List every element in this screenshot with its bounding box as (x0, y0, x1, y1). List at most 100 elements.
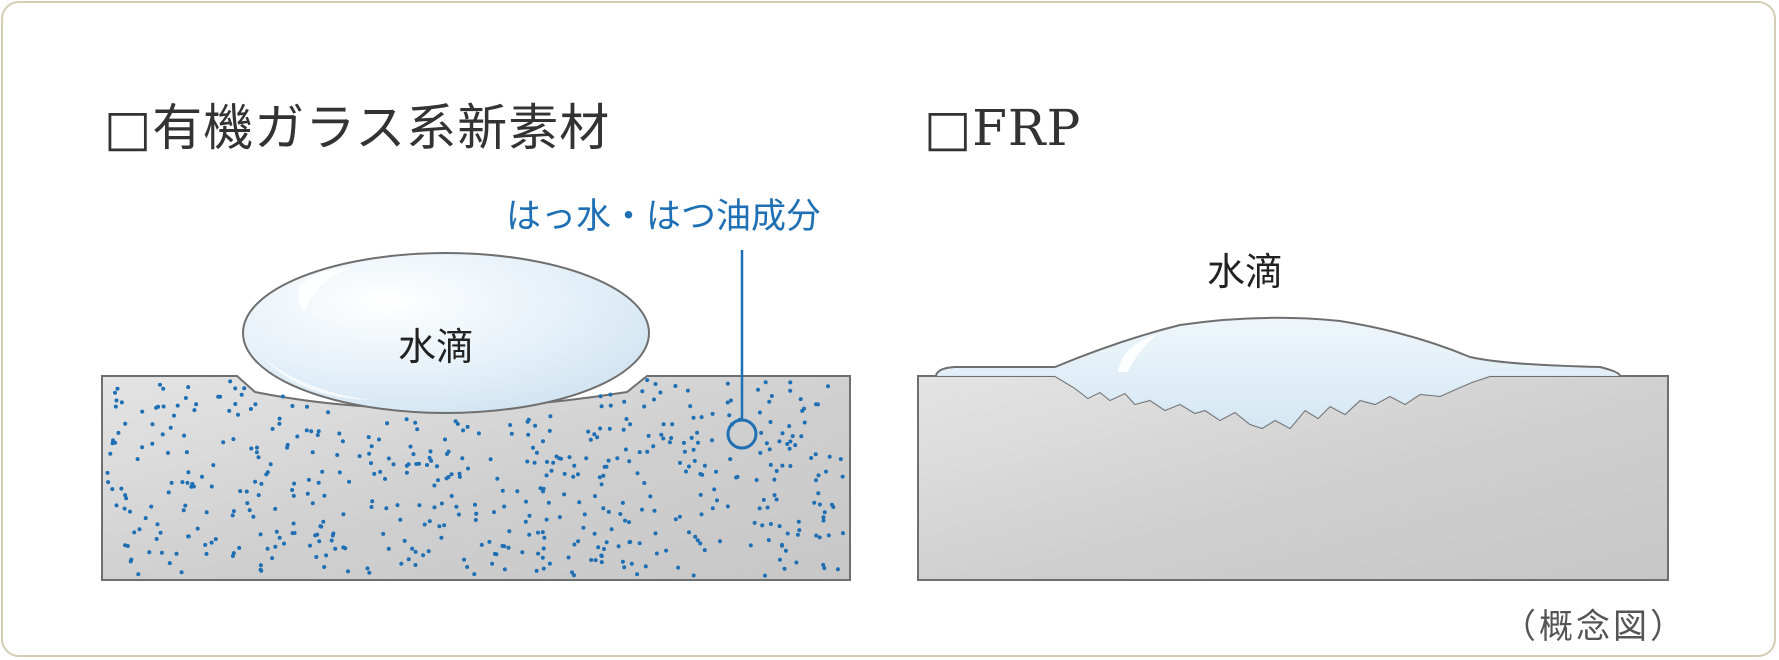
particle-dot (413, 549, 418, 554)
particle-dot (378, 469, 383, 474)
particle-dot (253, 479, 258, 484)
particle-dot (589, 558, 594, 562)
particle-dot (643, 564, 648, 569)
particle-dot (725, 381, 730, 386)
particle-dot (527, 532, 532, 537)
particle-dot (572, 573, 576, 578)
particle-dot (341, 545, 346, 550)
particle-dot (652, 397, 656, 402)
particle-dot (609, 527, 614, 532)
particle-dot (326, 410, 331, 415)
particle-dot (542, 535, 547, 540)
particle-dot (439, 535, 444, 540)
particle-dot (487, 539, 492, 544)
particle-dot (830, 502, 834, 507)
particle-dot (572, 542, 577, 547)
particle-dot (698, 541, 703, 546)
particle-dot (728, 457, 733, 462)
particle-dot (788, 464, 793, 468)
particle-dot (453, 419, 458, 424)
particle-dot (291, 521, 296, 526)
particle-dot (449, 494, 454, 498)
particle-dot (457, 474, 462, 479)
particle-dot (547, 561, 552, 566)
particle-dot (292, 481, 297, 486)
particle-dot (534, 450, 539, 455)
particle-dot (572, 463, 577, 468)
particle-dot (790, 434, 795, 439)
particle-dot (629, 561, 634, 566)
particle-dot (787, 424, 792, 429)
particle-dot (306, 477, 311, 482)
particle-dot (282, 541, 286, 546)
particle-dot (122, 506, 127, 511)
particle-dot (492, 510, 496, 515)
particle-dot (502, 544, 507, 549)
particle-dot (533, 423, 538, 428)
particle-dot (615, 456, 620, 461)
particle-dot (544, 473, 549, 478)
particle-dot (337, 431, 342, 436)
particle-dot (179, 570, 184, 575)
particle-dot (627, 459, 632, 464)
particle-dot (113, 404, 118, 409)
particle-dot (607, 426, 612, 431)
particle-dot (606, 509, 611, 514)
particle-dot (652, 508, 657, 513)
particle-dot (608, 392, 613, 397)
particle-dot (620, 500, 625, 505)
particle-dot (204, 510, 209, 515)
particle-dot (545, 459, 549, 464)
particle-dot (432, 505, 437, 510)
particle-dot (194, 402, 199, 407)
particle-dot (602, 547, 606, 551)
particle-dot (114, 398, 119, 403)
particle-dot (695, 430, 700, 435)
particle-dot (653, 531, 658, 536)
particle-dot (154, 537, 159, 541)
particle-dot (472, 572, 477, 577)
particle-dot (764, 441, 769, 446)
particle-dot (571, 474, 576, 479)
particle-dot (161, 386, 166, 391)
particle-dot (688, 404, 693, 409)
particle-dot (802, 406, 806, 411)
particle-dot (509, 431, 514, 436)
particle-dot (584, 456, 589, 461)
particle-dot (367, 570, 372, 575)
particle-dot (814, 478, 818, 483)
particle-dot (816, 473, 821, 478)
particle-dot (245, 501, 250, 506)
particle-dot (812, 500, 817, 505)
particle-dot (772, 493, 777, 498)
particle-dot (540, 555, 545, 560)
particle-dot (369, 505, 374, 509)
particle-dot (646, 433, 651, 438)
particle-dot (445, 452, 449, 456)
particle-dot (357, 454, 362, 459)
particle-dot (305, 404, 309, 409)
particle-dot (466, 466, 470, 471)
particle-dot (329, 538, 334, 543)
particle-dot (402, 538, 407, 543)
particle-dot (227, 408, 232, 413)
particle-dot (640, 389, 645, 394)
particle-dot (248, 407, 253, 411)
particle-dot (769, 394, 774, 398)
particle-dot (408, 444, 413, 449)
particle-dot (597, 475, 602, 480)
particle-dot (426, 549, 431, 554)
particle-dot (599, 560, 604, 565)
particle-dot (369, 444, 374, 449)
particle-dot (316, 429, 321, 434)
particle-dot (763, 380, 768, 385)
particle-dot (457, 471, 462, 476)
particle-dot (384, 506, 389, 511)
particle-dot (270, 426, 275, 431)
particle-dot (124, 496, 129, 501)
particle-dot (465, 565, 470, 569)
particle-dot (274, 529, 279, 534)
particle-dot (216, 394, 221, 399)
particle-dot (465, 424, 470, 429)
particle-dot (520, 550, 525, 555)
